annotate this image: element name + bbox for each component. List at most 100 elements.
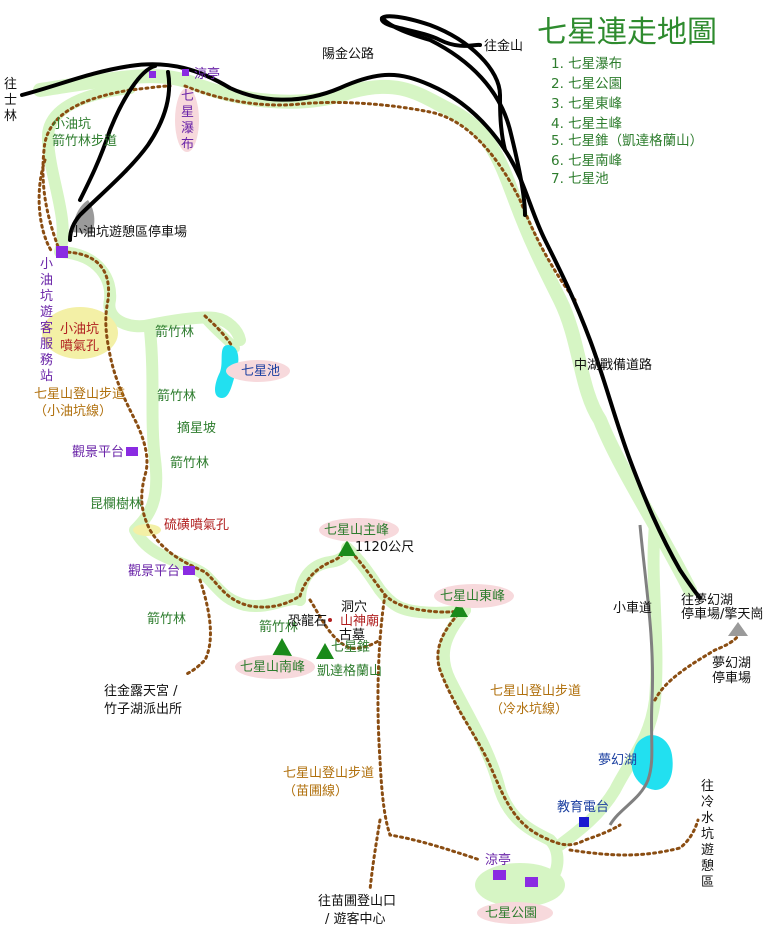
legend-item: 3. 七星東峰 [551,96,623,112]
place-label-cone: 七星錐 [331,640,370,655]
place-label-education: 教育電台 [557,799,609,815]
peak-triangle-icon [316,643,334,659]
place-label-to-miaopu-2: / 遊客中心 [325,911,386,927]
trail-label-main-sub: （小油坑線） [34,403,112,419]
trail-label-miaopu: 七星山登山步道 [283,766,374,781]
trail-label-xiaoyoukeng-2: 箭竹林步道 [52,133,117,149]
trail-lengshui [436,608,622,847]
map-title: 七星連走地圖 [537,15,717,50]
trail-label-xiaoyoukeng: 小油坑 [52,117,91,132]
highlight-pond-trail [200,313,240,353]
menghuan-parking-icon [728,622,748,636]
peak-layer [272,540,468,659]
lookout-marker-icon [183,566,195,575]
veg-label-zhaixing: 摘星坡 [177,420,216,436]
place-label-cave: 洞穴 [341,600,367,615]
road-label-to-menghuan-2: 停車場/擎天崗 [681,606,763,622]
road-switchback-return [380,16,527,217]
road-label-jinshan: 往金山 [484,38,523,54]
label-bg-east-peak [434,584,514,608]
legend-item: 7. 七星池 [551,171,609,187]
peak-triangle-icon [272,638,292,656]
veg-label-bamboo: 箭竹林 [157,388,196,404]
trail-waterfall-link [183,84,577,302]
veg-label-bamboo: 箭竹林 [259,619,298,635]
place-label-pavilion-top: 涼亭 [194,66,220,82]
visitor-center-marker-icon [56,246,68,258]
highlight-zhonghu-road [554,519,663,851]
road-label-yangjin: 陽金公路 [322,46,374,62]
place-label-parking: 小油坑遊憩區停車場 [70,224,187,240]
trail-east-to-lengshuikeng [568,818,700,857]
place-label-qixing-park: 七星公園 [485,906,537,921]
peak-triangle-icon [338,540,356,556]
place-label-east-peak: 七星山東峰 [440,588,505,604]
place-label-to-miaopu: 往苗圃登山口 [318,894,396,909]
highlight-qixing-park-area [475,863,565,907]
place-label-to-jinbao: 往金露天宮 / [104,683,178,699]
trail-miaopu-down [368,818,382,892]
place-label-temple: 山神廟 [340,613,379,629]
place-label-to-jinbao-2: 竹子湖派出所 [104,702,182,717]
trail-label-lengshui: 七星山登山步道 [490,684,581,699]
trail-label-lengshui-sub: （冷水坑線） [490,701,568,717]
trail-menghuan-link [653,634,740,702]
veg-label-bamboo: 箭竹林 [170,455,209,471]
legend-item: 4. 七星主峰 [551,116,623,132]
trail-layer [37,84,740,892]
label-bg-park [477,902,553,924]
legend-item: 5. 七星錐（凱達格蘭山） [551,133,703,149]
road-layer [20,14,702,600]
trail-main [60,250,302,609]
place-label-pond: 七星池 [241,364,280,379]
trail-miaopu [376,593,482,862]
place-label-lookout: 觀景平台 [128,564,180,579]
road-jinshan-switchback [380,14,507,152]
green-highlight-layer [33,69,697,907]
veg-label-bamboo: 箭竹林 [147,611,186,627]
label-bg-waterfall [175,88,199,152]
highlight-xiaoyoukeng-trail [41,82,136,258]
pavilion-marker-icon [182,69,189,76]
road-label-shilin: 往士林 [4,77,17,124]
sulfur-area [133,524,161,536]
pavilion-marker-icon [525,877,538,887]
fumarole-area [42,307,118,359]
poi-dot [328,618,332,622]
place-label-main-peak: 七星山主峰 [324,523,389,538]
legend-item: 2. 七星公園 [551,76,622,92]
lookout-marker-icon [126,447,138,456]
highlight-yangjin-road [33,69,697,597]
trail-label-miaopu-sub: （苗圃線） [283,783,348,799]
road-parking-spur [68,70,172,242]
trail-to-jinbao [183,578,212,677]
place-label-menghuan-parking-2: 停車場 [712,670,751,686]
pavilion-marker-icon [149,71,156,78]
legend: 1. 七星瀑布 2. 七星公園 3. 七星東峰 4. 七星主峰 5. 七星錐（凱… [551,56,703,187]
road-small-car [608,524,655,826]
place-label-dino-rock: 恐龍石 [288,613,327,629]
highlight-lengshui-trail [437,604,564,886]
place-label-menghuan-lake: 夢幻湖 [598,753,637,768]
place-label-sulfur: 硫磺噴氣孔 [164,518,229,533]
place-label-tomb: 古墓 [339,628,365,643]
veg-label-kunlan: 昆欄樹林 [90,496,142,512]
trail-label-main: 七星山登山步道 [34,387,125,402]
trail-pond-link [203,314,234,348]
place-label-ketagalan: 凱達格蘭山 [317,663,382,679]
place-label-fumarole: 小油坑噴氣孔 [60,322,99,354]
veg-label-bamboo: 箭竹林 [155,324,194,340]
marker-layer [56,69,589,887]
trail-west-loop [37,158,54,254]
road-label-zhonghu: 中湖戰備道路 [574,357,652,373]
road-parking-spur-outer [78,64,157,202]
trail-cone-loop [308,598,382,650]
place-label-waterfall: 七星瀑布 [181,89,194,152]
place-label-elevation: 1120公尺 [355,540,414,555]
road-label-small-car: 小車道 [613,601,652,616]
place-label-pavilion-bottom: 涼亭 [485,852,511,868]
place-label-south-peak: 七星山南峰 [240,659,305,675]
legend-item: 6. 七星南峰 [551,153,623,169]
place-label-menghuan-parking: 夢幻湖 [712,656,751,671]
